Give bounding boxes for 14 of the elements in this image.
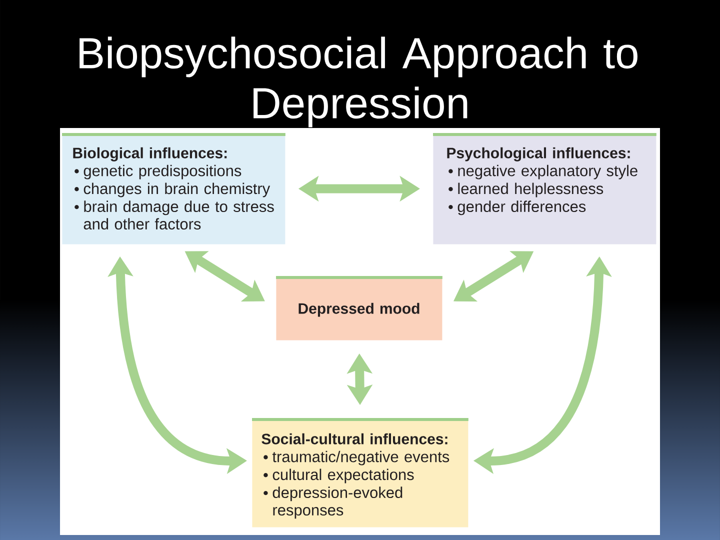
list-item: genetic predispositions bbox=[84, 164, 242, 180]
list-item: changes in brain chemistry bbox=[84, 182, 270, 198]
box-heading: Biological influences: bbox=[73, 147, 227, 162]
list-item: gender differences bbox=[458, 200, 586, 216]
box-heading: Social-cultural influences: bbox=[262, 433, 448, 444]
box-heading: Psychological influences: bbox=[447, 147, 630, 162]
list-item: depression-evoked responses bbox=[272, 486, 402, 519]
box-label: Depressed mood bbox=[298, 302, 420, 317]
list-item: traumatic/negative events bbox=[272, 450, 450, 466]
list-item: negative explanatory style bbox=[458, 164, 638, 180]
list-item: cultural expectations bbox=[272, 468, 414, 484]
list-item: brain damage due to stress and other factors bbox=[84, 200, 274, 230]
list-item: learned helplessness bbox=[458, 182, 604, 198]
slide-title: Biopsychosocial Approach to Depression bbox=[80, 36, 638, 128]
